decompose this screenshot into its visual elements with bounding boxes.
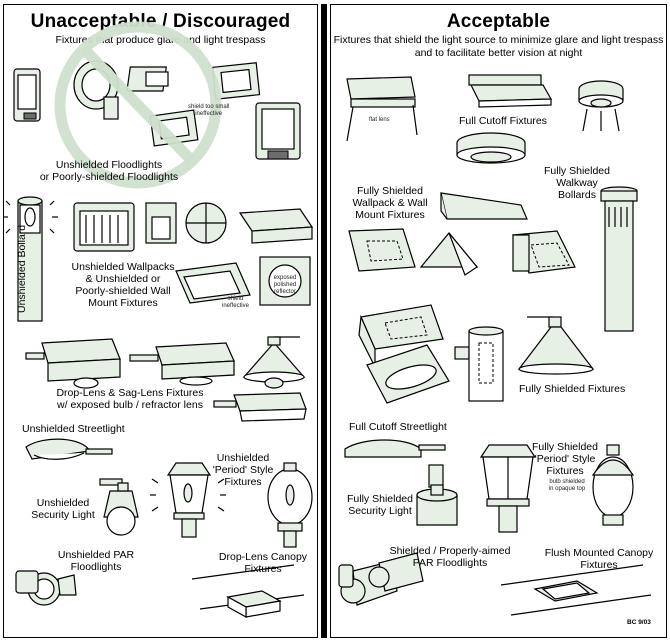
fully-shielded-wallpacks: [348, 192, 576, 276]
label-flat-lens: flat lens: [369, 117, 390, 123]
unshielded-bollard: [4, 196, 58, 322]
drop-lens-canopy-fixture: [191, 564, 305, 619]
label-full-cutoff-streetlight: Full Cutoff Streetlight: [349, 421, 447, 433]
unshielded-security-light: [99, 478, 139, 536]
unshielded-wallpacks: [73, 202, 314, 306]
fully-shielded-walkway-bollard: [600, 186, 638, 332]
fully-shielded-period-fixtures: [479, 444, 635, 533]
prohibition-circle: [54, 21, 222, 189]
flush-mounted-canopy-fixture: [500, 564, 652, 616]
unacceptable-title: Unacceptable / Discouraged: [30, 11, 291, 32]
unshielded-par-floodlights: [15, 570, 77, 606]
unshielded-streetlight: [25, 438, 113, 460]
acceptable-title: Acceptable: [446, 11, 551, 32]
unshielded-floodlight-fixtures: [13, 60, 301, 160]
unacceptable-fixtures-illustration: [4, 21, 314, 619]
panel-divider: [321, 4, 327, 638]
document-code: BC 9/03: [627, 619, 651, 626]
full-cutoff-streetlight: [344, 439, 446, 458]
label-unshielded-bollard: Unshielded Bollard: [16, 224, 28, 313]
fully-shielded-fixtures: [358, 304, 595, 404]
shielded-par-floodlights: [338, 552, 424, 606]
acceptable-subtitle: Fixtures that shield the light source to…: [333, 34, 664, 59]
unshielded-period-fixtures: [150, 462, 313, 548]
full-cutoff-fixtures: [346, 74, 624, 164]
label-fully-shielded-fixtures: Fully Shielded Fixtures: [519, 383, 626, 395]
acceptable-fixtures-illustration: [338, 74, 652, 616]
acceptable-panel: Acceptable Fixtures that shield the ligh…: [330, 4, 667, 638]
label-unshielded-streetlight: Unshielded Streetlight: [22, 423, 125, 435]
label-full-cutoff-fixtures: Full Cutoff Fixtures: [459, 115, 547, 127]
unacceptable-panel: Unacceptable / Discouraged Fixtures that…: [3, 4, 318, 638]
drop-lens-fixtures: [25, 336, 307, 422]
fully-shielded-security-light: [416, 464, 458, 526]
